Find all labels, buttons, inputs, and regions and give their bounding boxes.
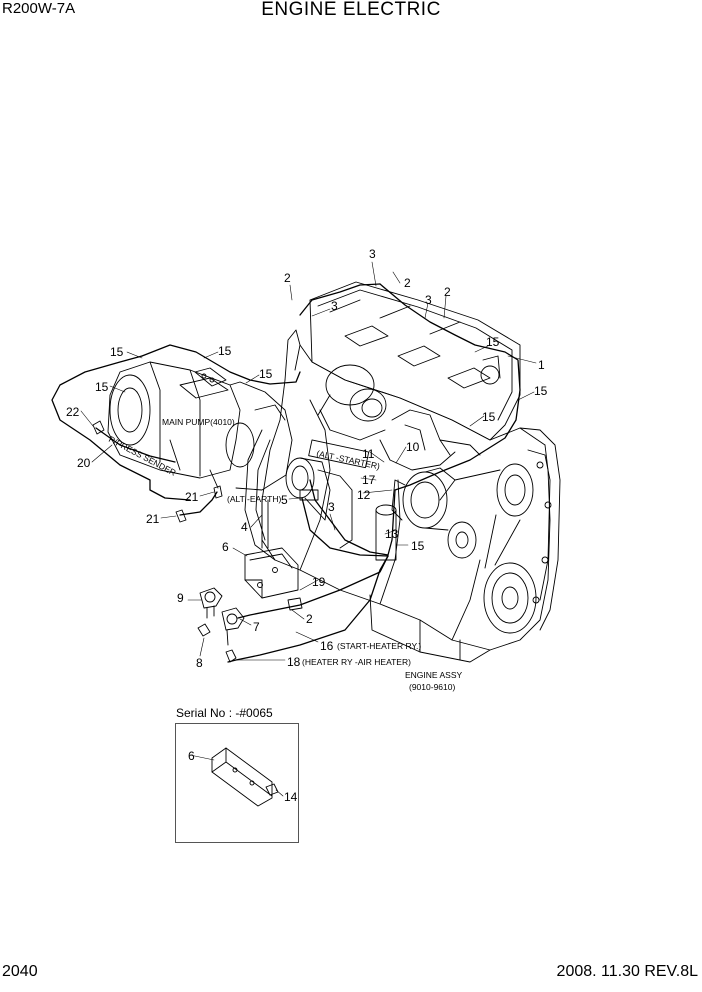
callout-2: 2 xyxy=(444,285,451,299)
callout-13: 13 xyxy=(385,527,399,541)
sensor-parts xyxy=(92,420,245,663)
callout-3: 3 xyxy=(331,299,338,313)
callout-17: 17 xyxy=(362,473,376,487)
callout-15: 15 xyxy=(110,345,124,359)
callout-19: 19 xyxy=(312,575,326,589)
engine-assy-label: ENGINE ASSY xyxy=(405,670,462,680)
engine-block xyxy=(244,281,561,663)
callout-20: 20 xyxy=(77,456,91,470)
engine-assy-code: (9010-9610) xyxy=(409,682,455,692)
wiring-harness xyxy=(51,283,521,663)
callout-2: 2 xyxy=(284,271,291,285)
model-code: R200W-7A xyxy=(2,0,76,17)
inset-frame xyxy=(175,723,299,843)
callout-15: 15 xyxy=(218,344,232,358)
leader-lines xyxy=(80,261,537,797)
heater-air-label: (HEATER RY -AIR HEATER) xyxy=(302,657,411,667)
alt-earth-label: (ALT -EARTH) xyxy=(227,494,281,504)
callout-3: 3 xyxy=(369,247,376,261)
callout-15: 15 xyxy=(486,335,500,349)
main-pump-label: MAIN PUMP(4010) xyxy=(162,417,235,427)
callout-6: 6 xyxy=(188,749,195,763)
callout-3: 3 xyxy=(425,293,432,307)
callout-11: 11 xyxy=(362,447,375,461)
callout-21: 21 xyxy=(185,490,199,504)
page-title: ENGINE ELECTRIC xyxy=(261,0,441,20)
mounting-bracket xyxy=(244,499,303,611)
callout-15: 15 xyxy=(534,384,548,398)
start-heater-label: (START-HEATER RY.) xyxy=(337,641,421,651)
callout-22: 22 xyxy=(66,405,80,419)
callout-15: 15 xyxy=(482,410,496,424)
callout-3: 3 xyxy=(328,500,335,514)
callout-18: 18 xyxy=(287,655,301,669)
callout-9: 9 xyxy=(177,591,184,605)
callout-numbers: 1 2 2 2 2 3 3 3 3 4 5 6 7 8 9 10 11 12 1… xyxy=(66,247,548,804)
callout-4: 4 xyxy=(241,520,248,534)
callout-15: 15 xyxy=(411,539,425,553)
callout-5: 5 xyxy=(281,493,288,507)
callout-10: 10 xyxy=(406,440,420,454)
callout-2: 2 xyxy=(306,612,313,626)
callout-21: 21 xyxy=(146,512,160,526)
callout-2: 2 xyxy=(404,276,411,290)
callout-1: 1 xyxy=(538,358,545,372)
callout-12: 12 xyxy=(357,488,371,502)
revision-date: 2008. 11.30 REV.8L xyxy=(556,963,698,980)
callout-8: 8 xyxy=(196,656,203,670)
p-press-sender-label: P/PRESS SENDER xyxy=(107,434,178,478)
callout-6: 6 xyxy=(222,540,229,554)
callout-7: 7 xyxy=(253,620,260,634)
callout-16: 16 xyxy=(320,639,334,653)
page-number: 2040 xyxy=(2,963,38,980)
callout-14: 14 xyxy=(284,790,298,804)
callout-15: 15 xyxy=(259,367,273,381)
serial-number-label: Serial No : -#0065 xyxy=(176,706,273,720)
callout-15: 15 xyxy=(95,380,109,394)
main-pump xyxy=(107,361,293,491)
